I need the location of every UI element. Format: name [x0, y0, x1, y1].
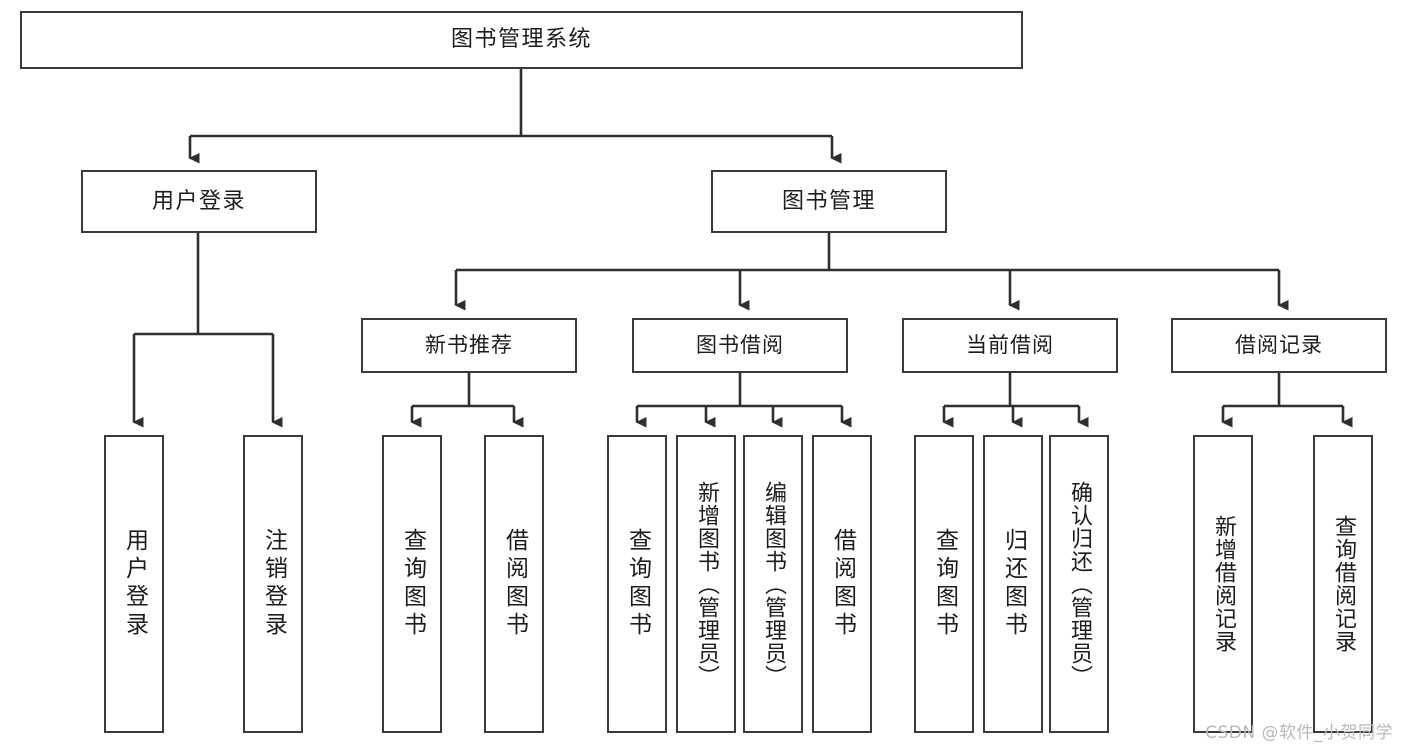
node-label: 查询图书 — [399, 528, 426, 640]
node-label: 借阅图书 — [501, 528, 528, 640]
node-label: 用户登录 — [121, 528, 148, 640]
node-leaf-user-login[interactable]: 用户登录 — [104, 435, 164, 733]
node-label: 注销登录 — [260, 528, 287, 640]
node-label: 查询图书 — [931, 528, 958, 640]
node-leaf-add-book[interactable]: 新增图书（管理员） — [676, 435, 736, 733]
node-label: 图书管理系统 — [450, 27, 592, 53]
node-label: 确认归还（管理员） — [1067, 480, 1092, 688]
node-label: 当前借阅 — [966, 333, 1054, 358]
node-label: 借阅图书 — [829, 528, 856, 640]
node-label: 查询图书 — [624, 528, 651, 640]
node-leaf-return-book[interactable]: 归还图书 — [983, 435, 1043, 733]
node-leaf-query-book-2[interactable]: 查询图书 — [607, 435, 667, 733]
node-label: 新增借阅记录 — [1211, 515, 1236, 653]
node-book-management[interactable]: 图书管理 — [711, 170, 947, 233]
node-new-book-recommend[interactable]: 新书推荐 — [361, 318, 577, 373]
node-leaf-query-book-1[interactable]: 查询图书 — [382, 435, 442, 733]
node-leaf-borrow-book-1[interactable]: 借阅图书 — [484, 435, 544, 733]
node-borrow-record[interactable]: 借阅记录 — [1171, 318, 1387, 373]
node-label: 用户登录 — [151, 188, 246, 214]
csdn-watermark: CSDN @软件_小贺同学 — [1205, 723, 1393, 743]
node-leaf-query-book-3[interactable]: 查询图书 — [914, 435, 974, 733]
node-leaf-add-record[interactable]: 新增借阅记录 — [1193, 435, 1253, 733]
node-label: 新书推荐 — [425, 333, 513, 358]
node-root-book-management-system[interactable]: 图书管理系统 — [20, 11, 1023, 69]
node-leaf-logout-login[interactable]: 注销登录 — [243, 435, 303, 733]
node-leaf-confirm-return[interactable]: 确认归还（管理员） — [1049, 435, 1109, 733]
node-user-login[interactable]: 用户登录 — [81, 170, 317, 233]
node-label: 图书借阅 — [696, 333, 784, 358]
node-leaf-edit-book[interactable]: 编辑图书（管理员） — [743, 435, 803, 733]
node-leaf-borrow-book-2[interactable]: 借阅图书 — [812, 435, 872, 733]
node-label: 借阅记录 — [1235, 333, 1323, 358]
node-label: 查询借阅记录 — [1331, 515, 1356, 653]
node-label: 图书管理 — [781, 188, 876, 214]
node-current-borrow[interactable]: 当前借阅 — [902, 318, 1118, 373]
node-leaf-query-record[interactable]: 查询借阅记录 — [1313, 435, 1373, 733]
node-label: 新增图书（管理员） — [694, 480, 719, 688]
node-book-borrow[interactable]: 图书借阅 — [632, 318, 848, 373]
node-label: 编辑图书（管理员） — [761, 480, 786, 688]
node-label: 归还图书 — [1000, 528, 1027, 640]
